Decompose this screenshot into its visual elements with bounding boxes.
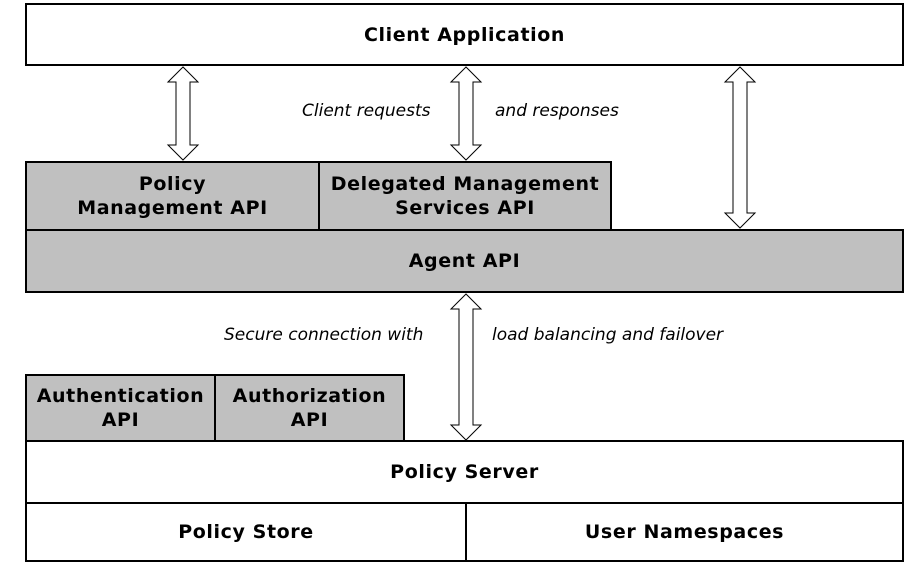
authorization-api-label-line2: API bbox=[290, 409, 329, 431]
authorization-api-label-line1: Authorization bbox=[232, 385, 387, 407]
delegated-management-api-label-line1: Delegated Management bbox=[330, 173, 600, 195]
policy-management-api-box: Policy Management API bbox=[25, 161, 320, 231]
policy-store-box: Policy Store bbox=[25, 502, 467, 562]
client-application-label: Client Application bbox=[363, 23, 566, 46]
delegated-management-api-label-line2: Services API bbox=[395, 197, 535, 219]
user-namespaces-label: User Namespaces bbox=[584, 521, 785, 543]
policy-server-box: Policy Server bbox=[25, 440, 904, 504]
agent-api-box: Agent API bbox=[25, 229, 904, 293]
authentication-api-box: Authentication API bbox=[25, 374, 216, 442]
and-responses-caption: and responses bbox=[495, 101, 619, 121]
client-requests-caption: Client requests bbox=[302, 101, 431, 121]
arrow-client-to-agent-api bbox=[723, 66, 757, 229]
agent-api-label: Agent API bbox=[408, 250, 521, 272]
policy-management-api-label-line1: Policy bbox=[138, 173, 207, 195]
secure-connection-caption: Secure connection with bbox=[224, 325, 424, 345]
authentication-api-label-line2: API bbox=[101, 409, 140, 431]
arrow-client-to-policy-management bbox=[166, 66, 200, 161]
policy-server-label: Policy Server bbox=[390, 461, 539, 483]
policy-store-label: Policy Store bbox=[178, 521, 314, 543]
arrow-client-to-delegated-management bbox=[449, 66, 483, 161]
policy-management-api-label-line2: Management API bbox=[77, 197, 268, 219]
arrow-agent-api-to-policy-server bbox=[449, 293, 483, 441]
client-application-box: Client Application bbox=[25, 3, 904, 66]
load-balancing-caption: load balancing and failover bbox=[492, 325, 724, 345]
authentication-api-label-line1: Authentication bbox=[36, 385, 205, 407]
user-namespaces-box: User Namespaces bbox=[465, 502, 904, 562]
